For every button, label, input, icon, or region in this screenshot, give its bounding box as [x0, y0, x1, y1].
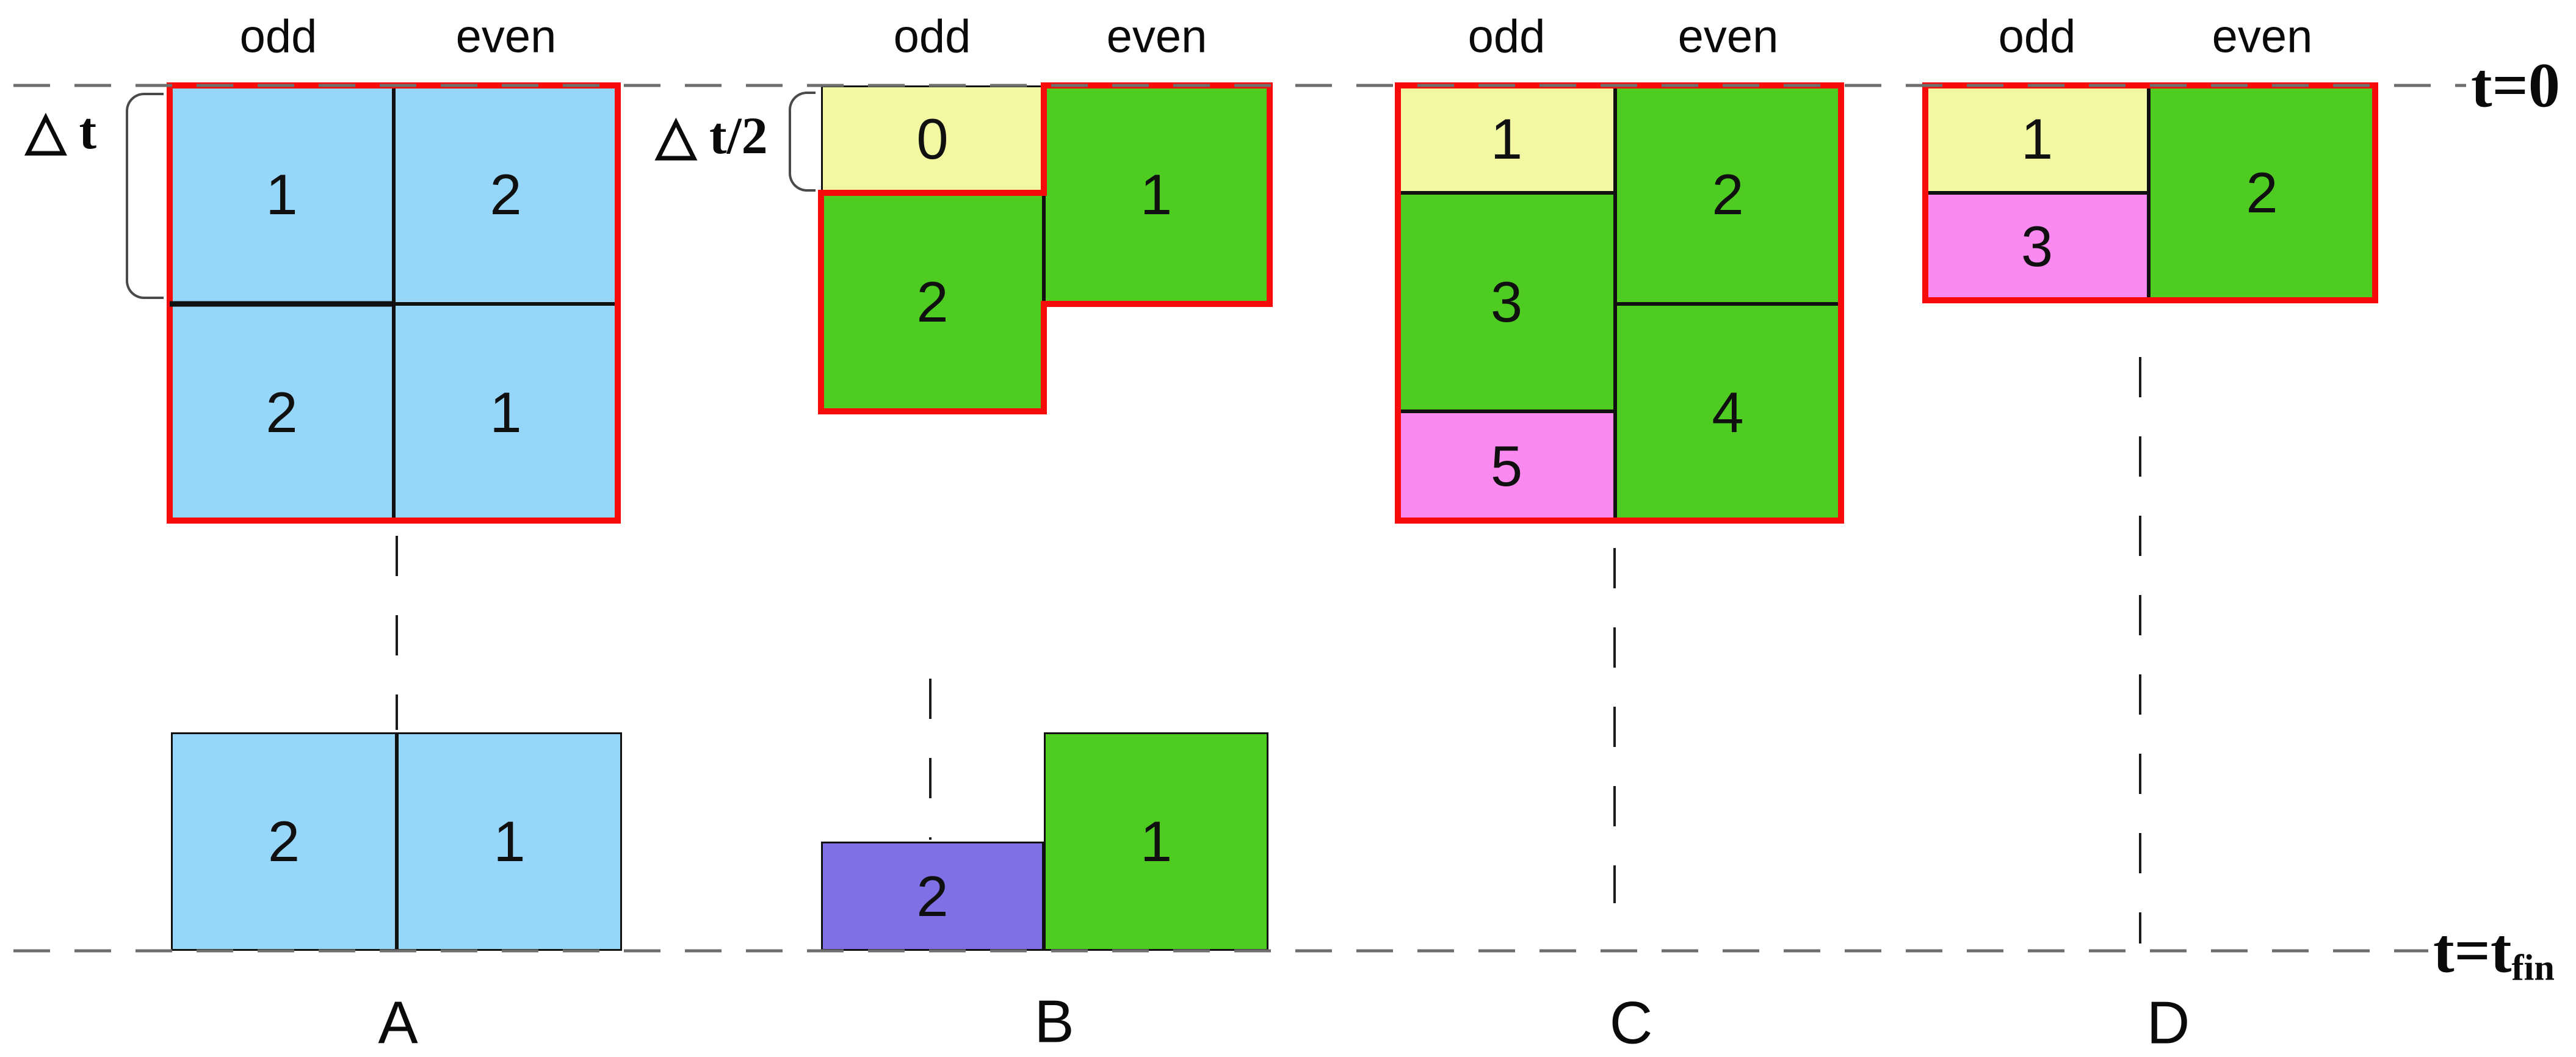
column-header-D-even: even	[2212, 10, 2313, 63]
column-header-B-even: even	[1106, 10, 1207, 63]
column-header-C-odd: odd	[1467, 10, 1546, 63]
step-size-bracket-delta-t	[126, 93, 164, 299]
panel-letter-B: B	[1034, 987, 1074, 1055]
column-header-B-odd: odd	[893, 10, 971, 63]
step-box-B-final-even-1: 1	[1044, 732, 1268, 951]
panel-letter-C: C	[1609, 989, 1653, 1056]
step-number: 2	[916, 864, 949, 928]
step-size-label-delta-t: △ t	[25, 101, 97, 160]
step-box-A-final-odd-2: 2	[171, 732, 397, 951]
column-header-D-odd: odd	[1998, 10, 2076, 63]
step-box-B-final-odd-2: 2	[821, 842, 1044, 951]
timeline-label-tfin: t=tfin	[2433, 915, 2555, 989]
column-header-C-even: even	[1677, 10, 1779, 63]
timeline-label-subscript: fin	[2511, 947, 2555, 989]
panel-letter-A: A	[378, 989, 418, 1056]
step-size-bracket-delta-t-half	[789, 92, 816, 192]
step-number: 2	[267, 809, 300, 873]
timeline-label-main: t=0	[2471, 50, 2560, 121]
timeline-label-t0: t=0	[2471, 49, 2560, 122]
timeline-label-main: t=t	[2433, 915, 2512, 986]
panel-letter-D: D	[2146, 989, 2190, 1056]
step-number: 1	[1140, 809, 1173, 873]
column-header-A-odd: odd	[239, 10, 317, 63]
step-box-A-final-even-1: 1	[397, 732, 622, 951]
column-header-A-even: even	[455, 10, 557, 63]
step-number: 1	[493, 809, 526, 873]
step-size-label-delta-t-half: △ t/2	[656, 106, 768, 165]
